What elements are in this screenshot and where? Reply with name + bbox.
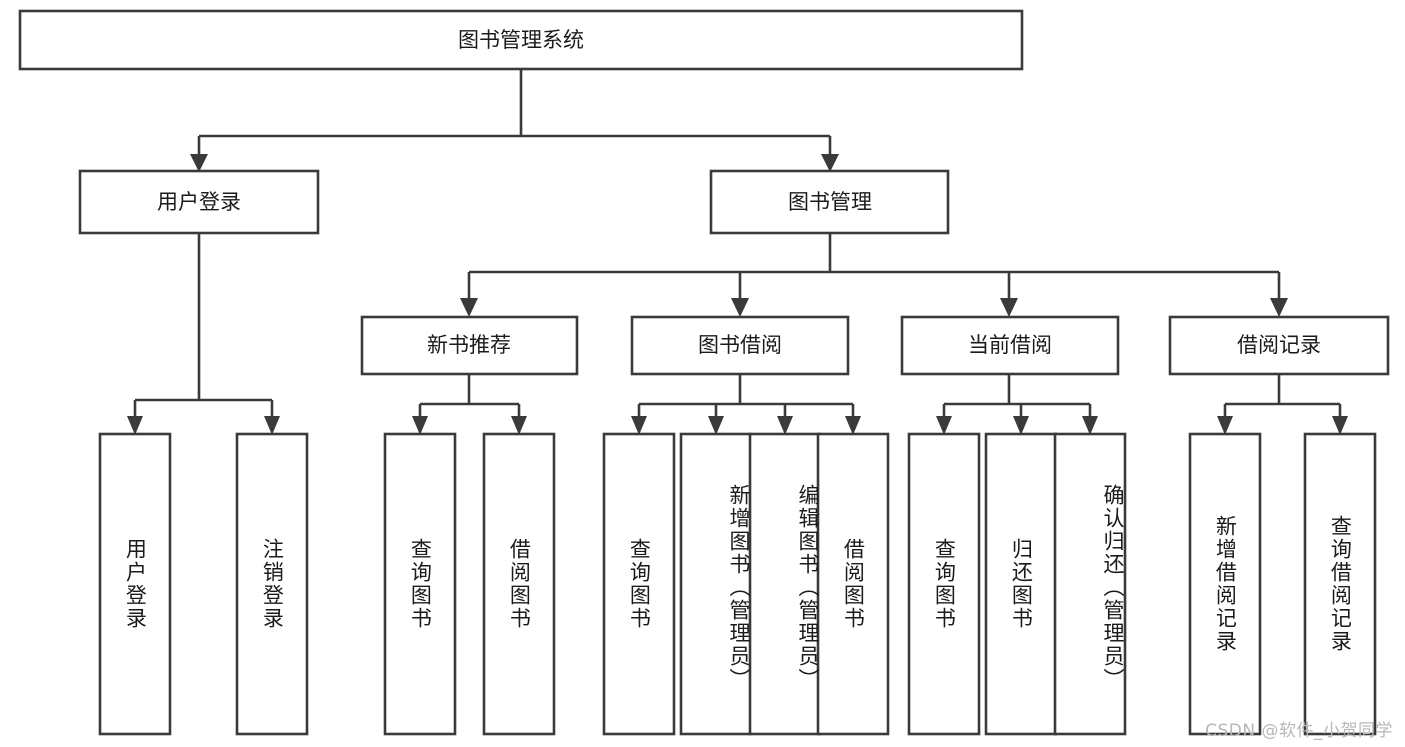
node-borrow-record-label: 借阅记录	[1237, 333, 1321, 357]
leaf-query-book-2-box[interactable]	[602, 432, 676, 736]
node-user-login-box[interactable]	[78, 169, 320, 235]
arrowhead-leaf-query-book-1	[412, 416, 428, 435]
node-book-borrow-label: 图书借阅	[698, 333, 782, 357]
arrowhead-book-manage	[821, 154, 839, 172]
connector-layer	[127, 69, 1348, 435]
arrowhead-borrow-record	[1270, 298, 1288, 317]
leaf-borrow-book-1-box[interactable]	[482, 432, 556, 736]
arrowhead-leaf-borrow-book-2	[845, 416, 861, 435]
csdn-watermark: CSDN @软件_小贺同学	[1205, 721, 1393, 741]
node-new-book-rec-label: 新书推荐	[427, 333, 511, 357]
leaf-add-book-box[interactable]	[679, 432, 753, 736]
arrowhead-current-borrow	[1000, 298, 1018, 317]
arrowhead-leaf-add-record	[1217, 416, 1233, 435]
node-book-manage-box[interactable]	[709, 169, 950, 235]
leaf-edit-book-box[interactable]	[748, 432, 822, 736]
node-current-borrow-box[interactable]	[900, 315, 1120, 376]
arrowhead-leaf-add-book	[708, 416, 724, 435]
node-user-login-label: 用户登录	[157, 190, 241, 214]
arrowhead-user-login	[190, 154, 208, 172]
arrowhead-leaf-query-book-2	[631, 416, 647, 435]
node-borrow-record[interactable]: 借阅记录	[1168, 315, 1390, 376]
arrowhead-leaf-edit-book	[777, 416, 793, 435]
leaf-layer	[98, 432, 1377, 736]
leaf-query-book-1-box[interactable]	[383, 432, 457, 736]
arrowhead-leaf-return-book	[1013, 416, 1029, 435]
node-book-borrow-box[interactable]	[630, 315, 850, 376]
leaf-add-record-box[interactable]	[1188, 432, 1262, 736]
node-book-manage-label: 图书管理	[788, 190, 872, 214]
node-new-book-rec[interactable]: 新书推荐	[360, 315, 579, 376]
leaf-borrow-book-2-box[interactable]	[816, 432, 890, 736]
arrowhead-leaf-user-login	[127, 416, 143, 435]
leaf-return-book-box[interactable]	[984, 432, 1058, 736]
arrowhead-book-borrow	[731, 298, 749, 317]
node-user-login[interactable]: 用户登录	[78, 169, 320, 235]
leaf-query-book-3-box[interactable]	[907, 432, 981, 736]
arrowhead-leaf-borrow-book-1	[511, 416, 527, 435]
arrowhead-leaf-logout	[264, 416, 280, 435]
node-current-borrow-label: 当前借阅	[968, 333, 1052, 357]
node-new-book-rec-box[interactable]	[360, 315, 579, 376]
arrowhead-leaf-query-record	[1332, 416, 1348, 435]
leaf-user-login-box[interactable]	[98, 432, 172, 736]
arrowhead-new-book-rec	[460, 298, 478, 317]
leaf-confirm-return-box[interactable]	[1053, 432, 1127, 736]
arrowhead-leaf-query-book-3	[936, 416, 952, 435]
node-borrow-record-box[interactable]	[1168, 315, 1390, 376]
node-book-borrow[interactable]: 图书借阅	[630, 315, 850, 376]
node-root-box[interactable]	[18, 9, 1024, 71]
leaf-logout-box[interactable]	[235, 432, 309, 736]
arrowhead-leaf-confirm-return	[1082, 416, 1098, 435]
node-root-label: 图书管理系统	[458, 28, 584, 52]
node-current-borrow[interactable]: 当前借阅	[900, 315, 1120, 376]
node-book-manage[interactable]: 图书管理	[709, 169, 950, 235]
leaf-query-record-box[interactable]	[1303, 432, 1377, 736]
node-root[interactable]: 图书管理系统	[18, 9, 1024, 71]
